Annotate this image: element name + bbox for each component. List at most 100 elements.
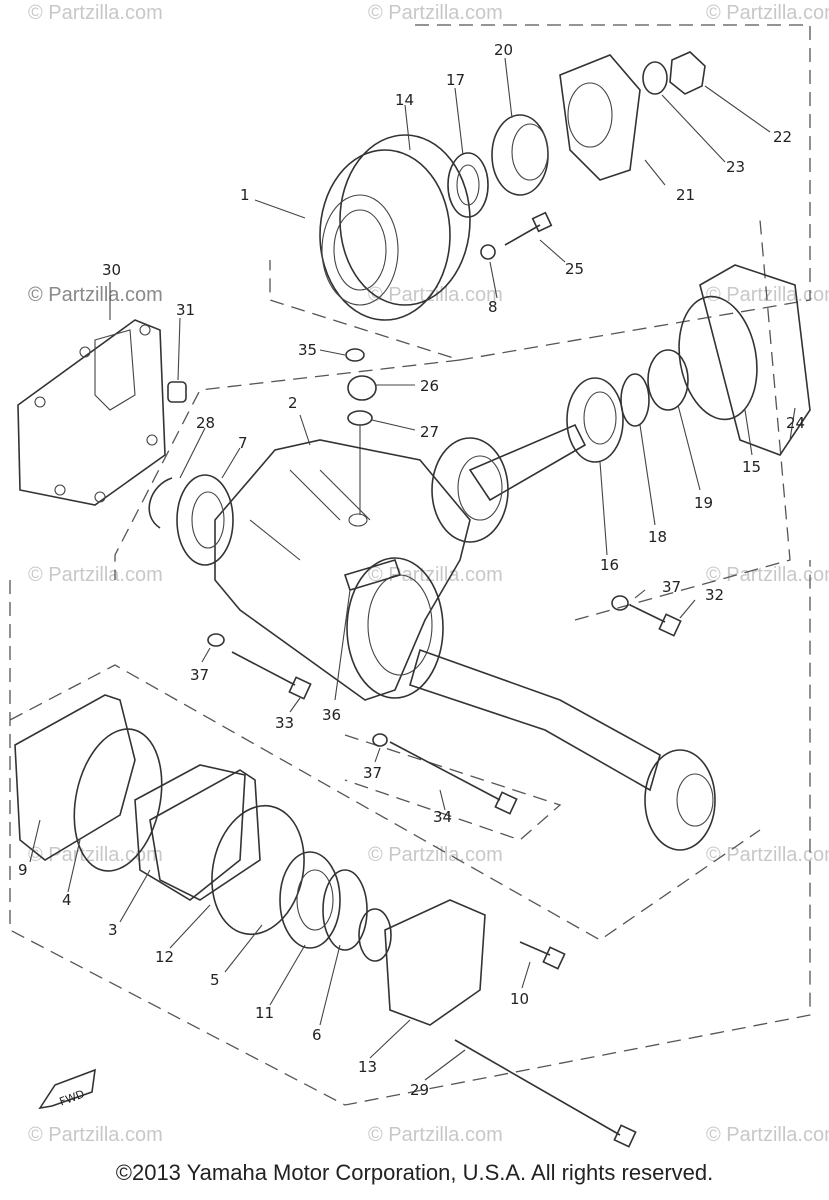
part-label: 3: [108, 921, 118, 939]
bearing-housing-14-flange: [339, 134, 471, 306]
part-label: 21: [676, 186, 695, 204]
bearing-7: [176, 474, 234, 566]
pinion-shaft: [468, 423, 587, 502]
dowel-pin-31: [167, 381, 187, 403]
oil-seal-17: [447, 152, 489, 218]
part-label: 30: [102, 261, 121, 279]
final-gear-case-2: [214, 439, 471, 701]
part-label: 36: [322, 706, 341, 724]
bolt-25-head: [531, 211, 553, 233]
bolt-29-head: [613, 1124, 637, 1148]
gasket-9: [14, 694, 136, 861]
bolt-33-head: [288, 676, 312, 700]
washer-37: [611, 595, 629, 611]
case-ribs: [249, 469, 371, 561]
copyright-footer: ©2013 Yamaha Motor Corporation, U.S.A. A…: [115, 1160, 714, 1185]
group-outline-bolt-34: [344, 734, 562, 841]
bearing-11: [279, 851, 341, 949]
bearing-11-inner: [296, 869, 334, 931]
watermark: © Partzilla.com: [28, 1124, 163, 1146]
washer-8: [480, 244, 496, 260]
shim-19: [647, 349, 689, 411]
bolt-10-shank: [519, 941, 551, 956]
group-outline-pinion: [574, 219, 791, 621]
shim-3: [134, 764, 246, 901]
part-label: 16: [600, 556, 619, 574]
part-label: 6: [312, 1026, 322, 1044]
part-label: 27: [420, 423, 439, 441]
watermark: © Partzilla.com: [368, 1124, 503, 1146]
watermark: © Partzilla.com: [28, 284, 163, 306]
part-label: 19: [694, 494, 713, 512]
forward-arrow-icon: [38, 1068, 96, 1110]
bearing-housing-14-inner: [333, 209, 387, 291]
shim-6: [322, 869, 368, 951]
bearing-36: [343, 559, 402, 591]
part-label: 2: [288, 394, 298, 412]
part-label: 37: [190, 666, 209, 684]
o-ring-4: [73, 728, 163, 872]
bolt-32-head: [658, 613, 682, 637]
bearing-7-inner: [191, 491, 225, 549]
watermark: © Partzilla.com: [368, 2, 503, 24]
bolt-10-head: [542, 946, 566, 970]
oil-seal: [358, 908, 392, 962]
bolt-34-shank: [389, 741, 501, 801]
gasket-27: [347, 410, 373, 426]
o-ring-15: [678, 295, 758, 421]
part-label: 7: [238, 434, 248, 452]
part-label: 23: [726, 158, 745, 176]
part-label: 17: [446, 71, 465, 89]
bearing-housing-14: [319, 149, 451, 321]
part-label: 18: [648, 528, 667, 546]
part-label: 12: [155, 948, 174, 966]
watermark: © Partzilla.com: [706, 284, 829, 306]
drive-shaft: [409, 648, 661, 792]
watermark: © Partzilla.com: [28, 2, 163, 24]
coupling-flange-21: [559, 54, 641, 181]
bearing-16-inner: [583, 391, 617, 445]
part-label: 4: [62, 891, 72, 909]
part-label: 14: [395, 91, 414, 109]
oil-seal-17-inner: [456, 164, 480, 206]
ring-gear: [431, 437, 509, 543]
part-label: 10: [510, 990, 529, 1008]
part-label: 33: [275, 714, 294, 732]
part-labels: 1 2 3 4 5 6 7 8 9 10 11 12 13 14 15 16 1…: [18, 41, 805, 1099]
watermark: © Partzilla.com: [706, 844, 829, 866]
coupling-flange-21-hub: [567, 82, 613, 148]
watermark: © Partzilla.com: [706, 564, 829, 586]
fwd-label: FWD: [58, 1087, 87, 1108]
part-label: 1: [240, 186, 250, 204]
exploded-view-drawing: FWD: [9, 24, 811, 1148]
bearing-housing-14-bore: [321, 194, 399, 306]
washer-37: [207, 633, 225, 647]
part-label: 9: [18, 861, 28, 879]
final-gear-case-2-opening: [346, 557, 444, 699]
gasket-24: [699, 264, 811, 456]
gasket-hole: [139, 324, 151, 336]
gasket-30-cutout: [94, 329, 136, 411]
part-label: 22: [773, 128, 792, 146]
leader-lines: [29, 57, 796, 1081]
part-label: 20: [494, 41, 513, 59]
part-label: 5: [210, 971, 220, 989]
cover-13: [384, 899, 486, 1026]
group-outline-shaft: [9, 664, 761, 941]
watermark: © Partzilla.com: [706, 1124, 829, 1146]
part-label: 28: [196, 414, 215, 432]
bolt-33-shank: [231, 651, 296, 686]
part-label: 8: [488, 298, 498, 316]
part-label: 32: [705, 586, 724, 604]
group-outline-case: [114, 359, 461, 580]
group-outline-upper: [269, 24, 811, 361]
drive-gear: [644, 749, 716, 851]
bolt-34-head: [494, 791, 518, 815]
group-outline-lower: [9, 560, 811, 1106]
washer-23: [642, 61, 668, 95]
bolt-32-shank: [629, 604, 666, 623]
part-label: 24: [786, 414, 805, 432]
collar-18: [620, 373, 650, 427]
part-label: 13: [358, 1058, 377, 1076]
